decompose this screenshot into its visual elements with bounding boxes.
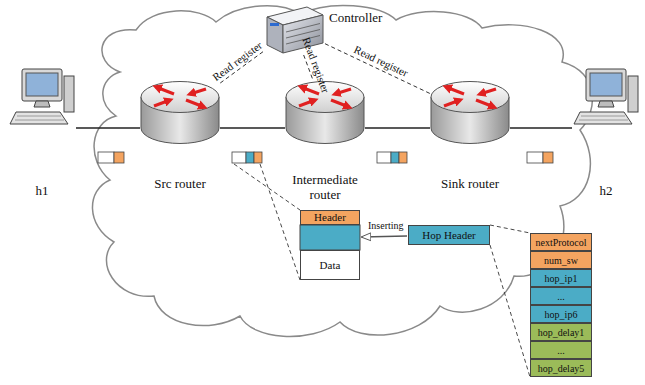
node-label: h1 <box>36 184 49 199</box>
edge-label: Read register <box>350 43 412 81</box>
field-text: ... <box>557 291 565 302</box>
edge-label: Read register <box>208 38 265 85</box>
router: Src router <box>140 80 220 145</box>
node-label: h2 <box>600 184 613 199</box>
field-text: nextProtocol <box>535 237 586 248</box>
field-text: hop_delay5 <box>538 363 585 374</box>
node-label: Controller <box>329 11 382 26</box>
inserted-hop-header <box>300 225 360 250</box>
header-field: num_sw <box>530 251 592 269</box>
packet-header: Header <box>300 210 360 225</box>
router-icon <box>431 82 509 144</box>
header-field: hop_ip6 <box>530 305 592 323</box>
field-text: hop_ip1 <box>545 273 578 284</box>
header-field: hop_ip1 <box>530 269 592 287</box>
header-field: ... <box>530 341 592 359</box>
header-field: ... <box>530 287 592 305</box>
packet <box>98 152 553 163</box>
router-icon <box>141 82 219 144</box>
zoom-lines <box>234 164 530 377</box>
network-link <box>365 127 430 128</box>
field-text: Hop Header <box>422 229 475 241</box>
cloud <box>92 5 592 336</box>
node-label: Intermediate router <box>282 173 368 203</box>
node-label: Sink router <box>441 177 499 192</box>
network-link <box>76 127 140 128</box>
header-field: nextProtocol <box>530 233 592 251</box>
host-computer <box>10 69 74 124</box>
host-computer <box>574 69 638 124</box>
field-text: num_sw <box>544 255 578 266</box>
field-text: Data <box>320 259 341 271</box>
network-link <box>220 127 285 128</box>
host: h2 <box>572 68 640 136</box>
host: h1 <box>8 68 76 136</box>
router: Sink router <box>430 80 510 145</box>
field-text: hop_delay1 <box>538 327 585 338</box>
hop-header-box: Hop Header <box>408 225 490 245</box>
network-link <box>510 127 572 128</box>
field-text: Header <box>314 211 346 223</box>
node-label: Src router <box>154 177 206 192</box>
annotation-label: Inserting <box>366 220 406 231</box>
edge-label: Read register <box>299 33 332 96</box>
packet-data: Data <box>300 250 360 280</box>
header-field: hop_delay5 <box>530 359 592 377</box>
field-text: hop_ip6 <box>545 309 578 320</box>
control-link <box>325 44 430 94</box>
inserting-arrow <box>362 236 407 237</box>
field-text: ... <box>557 345 565 356</box>
header-field: hop_delay1 <box>530 323 592 341</box>
